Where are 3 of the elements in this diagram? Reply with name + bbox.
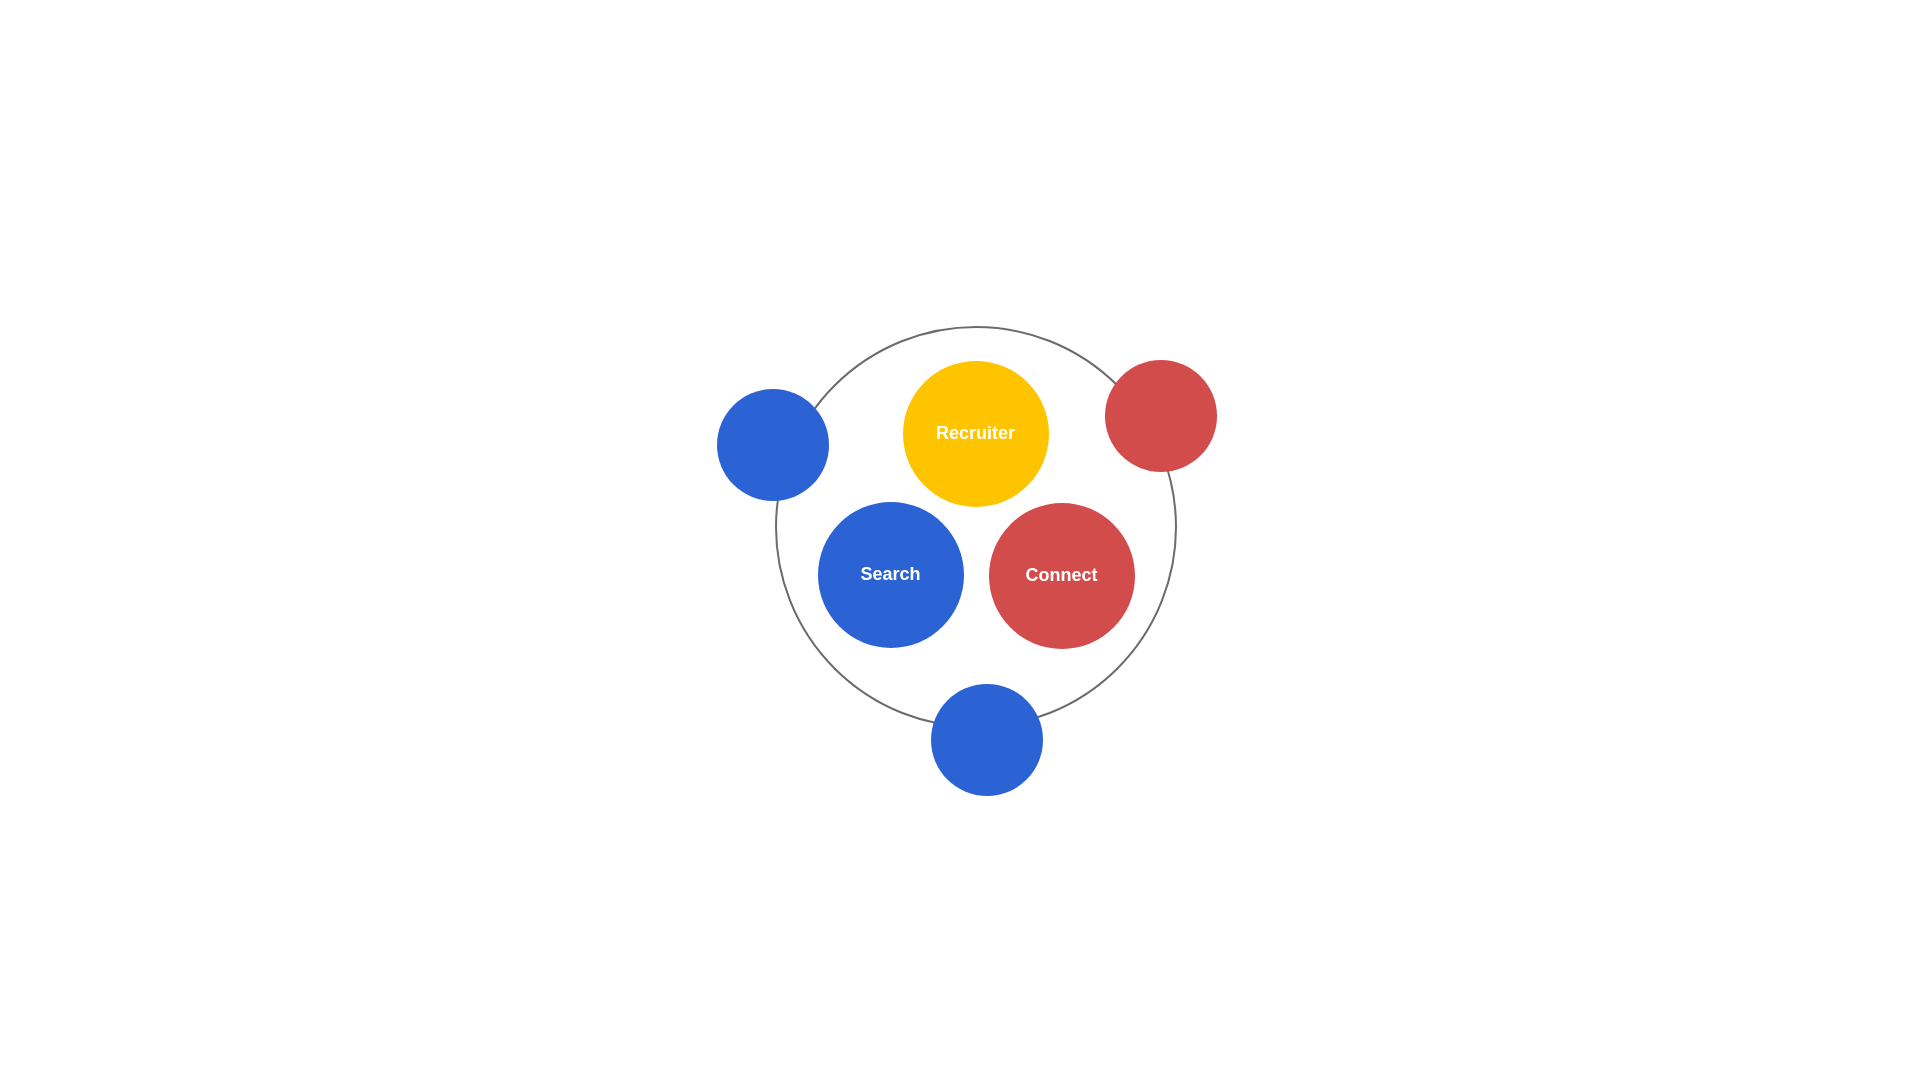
node-label: Search <box>860 563 921 586</box>
node-label: Connect <box>1025 564 1098 587</box>
node-label: Recruiter <box>936 422 1015 445</box>
